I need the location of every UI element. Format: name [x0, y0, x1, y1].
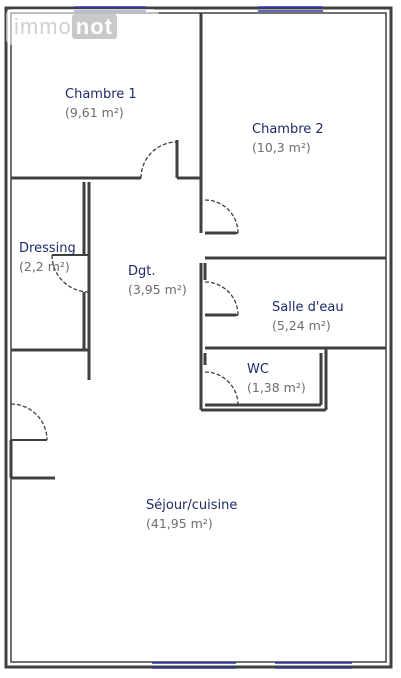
room-area-dressing: (2,2 m²): [19, 259, 70, 274]
exterior-walls: [4, 6, 393, 669]
logo-word-not: not: [71, 14, 117, 39]
room-name-dressing: Dressing: [19, 241, 76, 256]
room-name-sejour-cuisine: Séjour/cuisine: [146, 498, 237, 513]
room-area-wc: (1,38 m²): [247, 380, 306, 395]
room-name-chambre-1: Chambre 1: [65, 87, 137, 102]
room-area-salle-d-eau: (5,24 m²): [272, 318, 331, 333]
room-area-sejour-cuisine: (41,95 m²): [146, 516, 213, 531]
room-name-salle-d-eau: Salle d'eau: [272, 300, 344, 315]
logo-word-immo: immo: [14, 14, 72, 39]
room-name-dgt: Dgt.: [128, 264, 156, 279]
room-labels: Chambre 1 (9,61 m²) Chambre 2 (10,3 m²) …: [19, 87, 344, 531]
door-leaves: [11, 142, 238, 441]
room-area-chambre-1: (9,61 m²): [65, 105, 124, 120]
room-area-chambre-2: (10,3 m²): [252, 140, 311, 155]
room-name-chambre-2: Chambre 2: [252, 122, 324, 137]
doors: [10, 141, 239, 441]
room-name-wc: WC: [247, 362, 269, 377]
room-area-dgt: (3,95 m²): [128, 282, 187, 297]
